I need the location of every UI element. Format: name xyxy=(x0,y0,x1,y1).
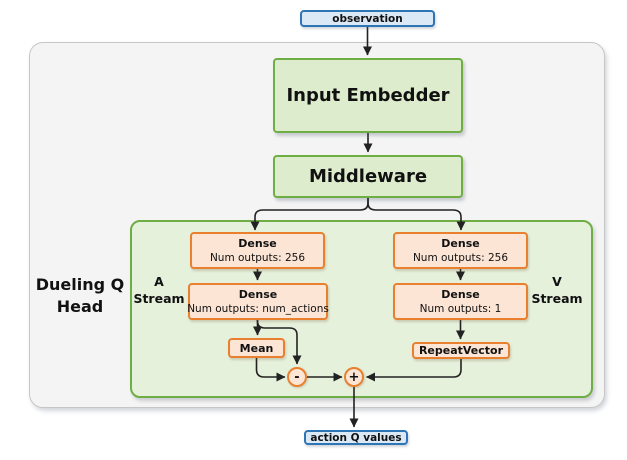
label-v-stream-line1: V xyxy=(552,274,562,289)
node-a-dense-2-title: Dense xyxy=(238,287,278,301)
node-v-dense-2: Dense Num outputs: 1 xyxy=(393,283,528,320)
label-dueling-q-head: Dueling Q Head xyxy=(30,274,130,317)
node-mean: Mean xyxy=(228,338,285,358)
node-v-dense-2-title: Dense xyxy=(441,287,480,301)
node-middleware-label: Middleware xyxy=(308,166,428,187)
node-a-dense-1: Dense Num outputs: 256 xyxy=(190,232,325,269)
label-dueling-q-head-line1: Dueling Q xyxy=(35,275,125,294)
node-v-dense-1-subtitle: Num outputs: 256 xyxy=(412,251,509,264)
node-repeat-vector: RepeatVector xyxy=(412,342,510,359)
label-dueling-q-head-line2: Head xyxy=(56,296,104,316)
node-a-dense-2: Dense Num outputs: num_actions xyxy=(187,283,329,320)
label-v-stream: V Stream xyxy=(531,274,583,308)
node-a-dense-2-subtitle: Num outputs: num_actions xyxy=(187,302,329,315)
add-symbol: + xyxy=(348,369,360,385)
node-repeat-vector-label: RepeatVector xyxy=(418,344,504,357)
node-v-dense-2-subtitle: Num outputs: 1 xyxy=(419,302,502,315)
label-a-stream: A Stream xyxy=(133,274,185,308)
node-action-q-values-label: action Q values xyxy=(310,431,402,444)
node-mean-label: Mean xyxy=(239,341,274,355)
node-observation: observation xyxy=(300,10,435,27)
node-action-q-values: action Q values xyxy=(304,430,408,445)
add-operator-circle: + xyxy=(344,367,364,387)
node-observation-label: observation xyxy=(332,12,403,25)
subtract-symbol: - xyxy=(294,369,300,385)
node-v-dense-1: Dense Num outputs: 256 xyxy=(393,232,528,269)
label-v-stream-line2: Stream xyxy=(531,290,583,306)
node-v-dense-1-title: Dense xyxy=(441,236,480,250)
node-middleware: Middleware xyxy=(273,155,463,198)
label-a-stream-line2: Stream xyxy=(133,290,185,306)
label-a-stream-line1: A xyxy=(154,274,164,289)
node-input-embedder-label: Input Embedder xyxy=(286,85,450,106)
node-a-dense-1-title: Dense xyxy=(238,236,277,250)
node-a-dense-1-subtitle: Num outputs: 256 xyxy=(209,251,306,264)
node-input-embedder: Input Embedder xyxy=(273,58,463,133)
subtract-operator-circle: - xyxy=(287,367,307,387)
